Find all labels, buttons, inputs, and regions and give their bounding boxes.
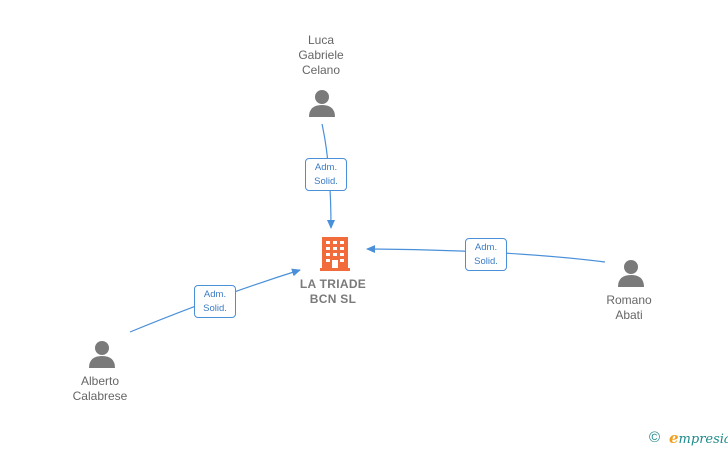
- edge-label-alberto: Adm. Solid.: [194, 285, 236, 318]
- person-icon-romano[interactable]: [618, 260, 644, 287]
- company-name[interactable]: LA TRIADE BCN SL: [299, 277, 367, 306]
- person-name-romano[interactable]: Romano Abati: [606, 293, 652, 322]
- brand-name-rest: mpresia: [678, 432, 728, 447]
- copyright-symbol: ©: [649, 429, 661, 446]
- building-icon[interactable]: [320, 237, 350, 271]
- edge-label-luca: Adm. Solid.: [305, 158, 347, 191]
- edge-label-romano: Adm. Solid.: [465, 238, 507, 271]
- empresia-logo[interactable]: empresia: [669, 430, 728, 448]
- person-name-luca[interactable]: Luca Gabriele Celano: [298, 33, 344, 77]
- person-icon-alberto[interactable]: [89, 341, 115, 368]
- person-icon-luca[interactable]: [309, 90, 335, 117]
- brand-letter-e: e: [669, 429, 679, 447]
- person-name-alberto[interactable]: Alberto Calabrese: [72, 374, 128, 403]
